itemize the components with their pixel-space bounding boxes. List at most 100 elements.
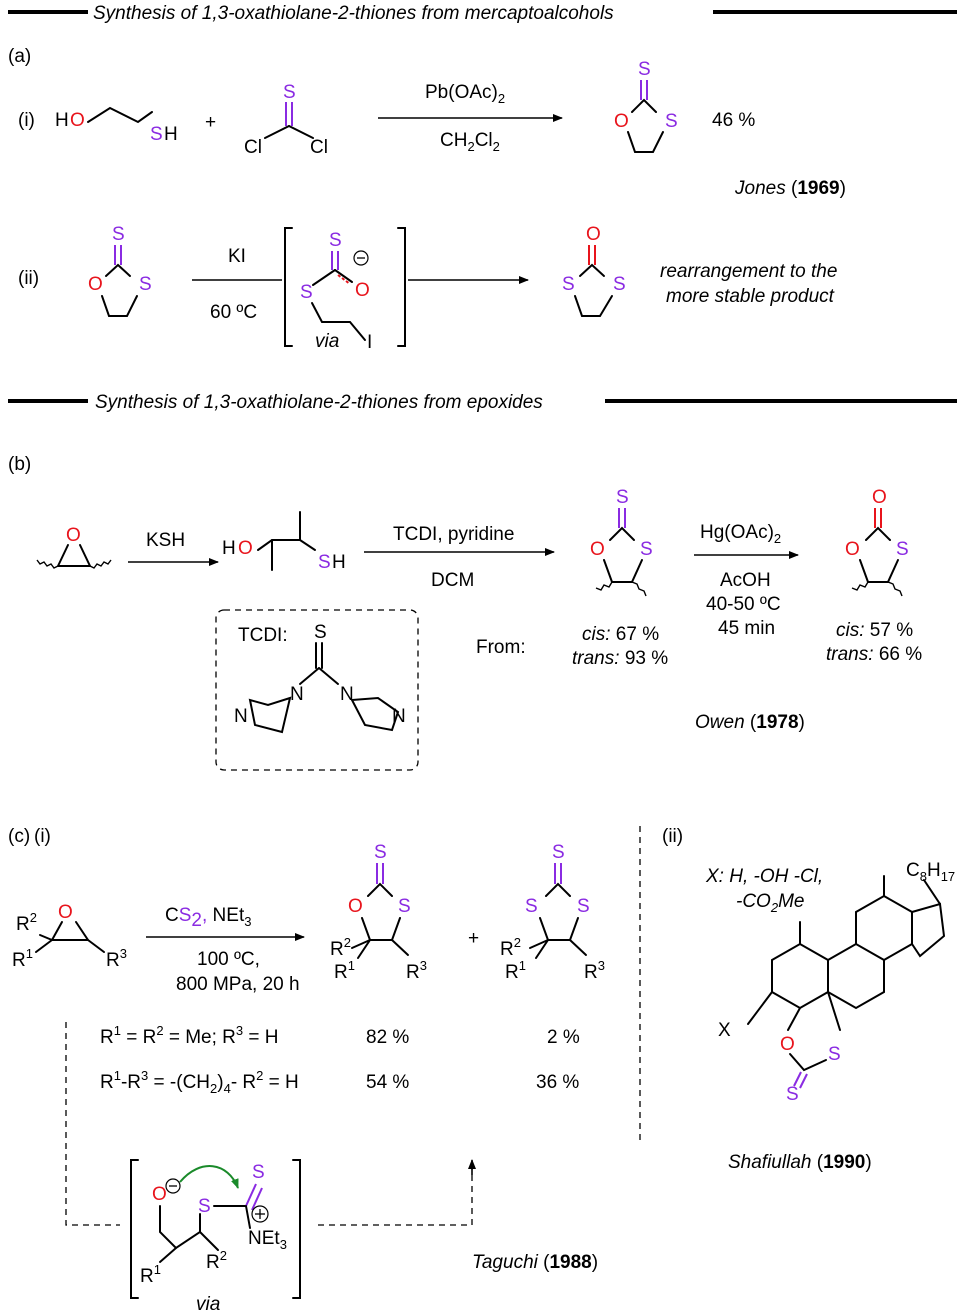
b-step2-below: DCM [431,570,474,591]
a-ii-note-line1: rearrangement to the [660,261,837,282]
svg-text:S: S [525,896,538,917]
oxathiolane-thione-start: S O S [88,224,152,317]
svg-text:S: S [665,111,678,132]
b-thione-trans: trans: 93 % [572,648,668,669]
tcdi-box [215,609,419,771]
svg-text:O: O [780,1034,795,1055]
svg-text:N: N [340,684,354,705]
svg-text:S: S [640,539,653,560]
svg-text:S: S [638,59,651,80]
svg-text:R2: R2 [206,1248,227,1273]
b-thione-structure: S O S [590,487,653,597]
c-plus: + [468,928,479,949]
a-ii-via: via [315,331,339,352]
svg-text:S: S [616,487,629,508]
svg-text:S: S [314,622,327,643]
svg-text:N: N [234,706,248,727]
part-c-label: (c) [8,826,30,847]
svg-text:S: S [552,842,565,863]
b-step1-reagent: KSH [146,530,185,551]
bracket-right [397,227,406,347]
svg-text:S: S [252,1162,265,1183]
c-trithiocarbonate-product: S S S R2 R1 R3 [500,842,605,983]
svg-text:O: O [348,896,363,917]
svg-text:O: O [614,111,629,132]
c-row-2-substituents: R1-R3 = -(CH2)4- R2 = H [100,1068,299,1096]
b-reference: Owen (1978) [695,712,805,733]
c-bracket-right [292,1159,301,1299]
b-one-trans: trans: 66 % [826,644,922,665]
c-conditions-below-2: 800 MPa, 20 h [176,974,300,995]
svg-text:R2: R2 [500,935,521,960]
section-header-mercaptoalcohols: Synthesis of 1,3-oxathiolane-2-thiones f… [8,3,957,24]
part-a-ii: (ii) S O S KI 60 ºC S O S I [18,224,837,353]
svg-text:NEt3: NEt3 [248,1228,287,1252]
b-step3-below-1: AcOH [720,570,771,591]
svg-text:S: S [150,124,163,145]
svg-text:S: S [828,1044,841,1065]
b-oxathiolanone-structure: O O S [845,487,909,597]
svg-text:R1: R1 [505,958,526,983]
c-ii-label: (ii) [662,826,683,847]
bracket-left [284,227,293,347]
svg-text:O: O [66,525,81,546]
svg-text:N: N [392,706,406,727]
b-step2-above: TCDI, pyridine [393,524,514,545]
c-epoxide-structure: O R2 R1 R3 [12,902,127,971]
svg-text:I: I [367,332,372,353]
svg-text:H: H [332,552,346,573]
svg-text:R2: R2 [16,910,37,935]
c-conditions-above: CS2, NEt3 [165,905,251,931]
svg-text:R3: R3 [106,946,127,971]
b-thione-cis: cis: 67 % [582,624,659,645]
a-i-reagent-below: CH2Cl2 [440,130,500,154]
epoxide-structure: O [36,525,112,569]
svg-text:O: O [590,539,605,560]
svg-text:R1: R1 [12,946,33,971]
c-conditions-below-1: 100 ºC, [197,949,260,970]
thiophosgene-structure: S Cl Cl [244,82,328,158]
svg-text:S: S [577,896,590,917]
part-a-label: (a) [8,46,31,67]
svg-text:S: S [300,282,313,303]
svg-text:S: S [329,230,342,251]
part-b-label: (b) [8,454,31,475]
c-ii-reference: Shafiullah (1990) [728,1152,872,1173]
svg-text:O: O [872,487,887,508]
svg-text:S: S [613,274,626,295]
c-row-2-yield-b: 36 % [536,1072,579,1093]
a-ii-label: (ii) [18,268,39,289]
svg-text:R3: R3 [584,958,605,983]
c-row-2-yield-a: 54 % [366,1072,409,1093]
svg-text:O: O [355,280,370,301]
svg-text:S: S [896,539,909,560]
curved-arrow [179,1165,239,1189]
a-i-reference: Jones (1969) [734,178,846,199]
svg-text:S: S [139,274,152,295]
svg-text:C8H17: C8H17 [906,860,955,884]
c-bracket-left [130,1159,139,1299]
svg-text:O: O [238,538,253,559]
a-i-label: (i) [18,110,35,131]
c-x-line1: X: H, -OH -Cl, [705,866,823,887]
svg-text:O: O [152,1184,167,1205]
svg-text:R2: R2 [330,935,351,960]
mercaptoethanol-structure: H O S H [55,106,178,145]
svg-text:R3: R3 [406,958,427,983]
svg-text:S: S [283,82,296,103]
oxathiolane-thione-product: S O S [614,59,678,153]
svg-text:H: H [164,124,178,145]
svg-text:S: S [198,1196,211,1217]
header-epoxide-text: Synthesis of 1,3-oxathiolane-2-thiones f… [95,392,543,413]
part-b: O KSH H O S H TCDI, pyridine DCM S O S [36,487,922,771]
tcdi-label: TCDI: [238,625,288,646]
section-header-epoxides: Synthesis of 1,3-oxathiolane-2-thiones f… [8,392,957,413]
steroid-structure: C8H17 X O S S [718,860,955,1105]
svg-text:O: O [58,902,73,923]
dithiolanone-product: O S S [562,224,626,317]
svg-text:O: O [70,110,85,131]
c-reference: Taguchi (1988) [472,1252,598,1273]
mercaptoalcohol-structure: H O S H [222,511,346,573]
c-row-1-yield-b: 2 % [547,1027,580,1048]
